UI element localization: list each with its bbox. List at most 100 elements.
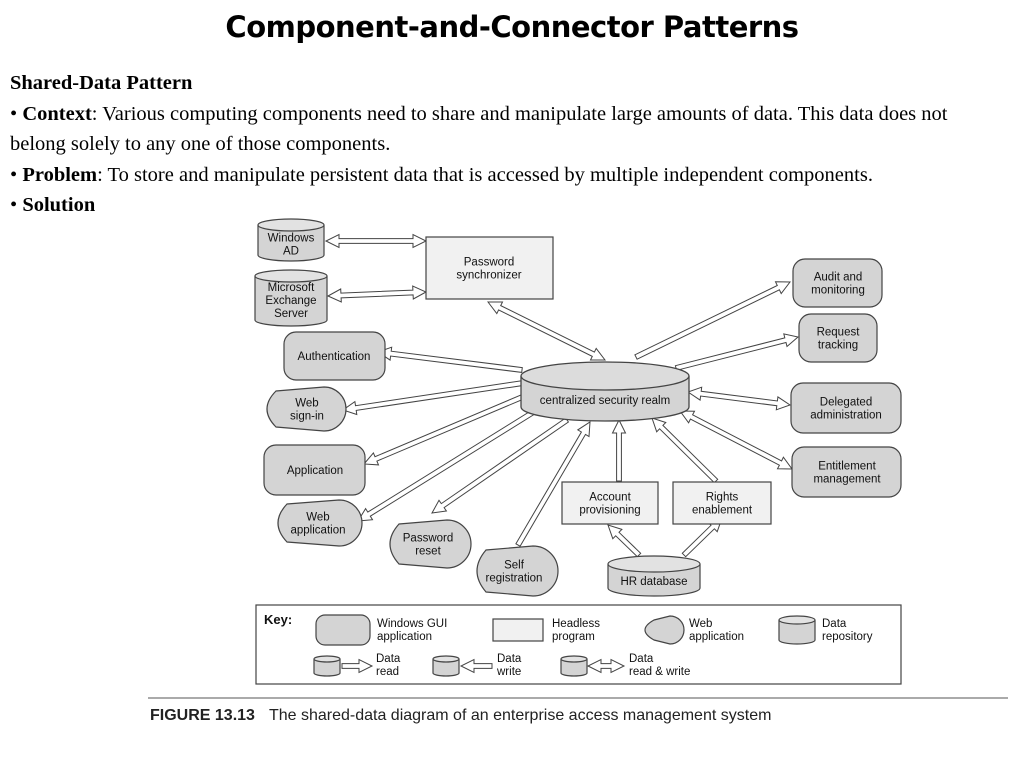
node-label: Entitlement [818,461,876,473]
rights-enablement-write-arrow [651,417,719,484]
cylinder-body [560,659,588,677]
shapes: WindowsADMicrosoftExchangeServerPassword… [254,218,902,597]
headless-shape [672,481,772,525]
node-label: reset [415,546,441,558]
node-label: centralized security realm [540,395,670,407]
key-label: Data [822,618,847,630]
key-label: Windows GUI [377,618,447,630]
headless-shape [492,618,544,642]
cylinder-body [778,620,816,645]
headless-shape [561,481,659,525]
gui-shape [790,382,902,434]
key-gui-swatch [315,614,371,646]
node-label: management [813,474,881,486]
node-label: sign-in [290,411,324,423]
cylinder-body [257,225,325,262]
account-provisioning-write-arrow [611,418,627,482]
key-label: Data [629,653,654,665]
application-read-arrow [362,392,529,466]
solution-label: Solution [22,194,96,216]
pattern-heading: Shared-Data Pattern [10,68,1000,99]
node-label: Exchange [265,295,316,307]
key-write-arrow [459,658,493,674]
cylinder-top [607,555,701,573]
key-label: Web [689,618,712,630]
node-label: enablement [692,505,753,517]
hr-database-node: HR database [607,555,701,597]
node-label: Windows [268,233,315,245]
node-label: tracking [818,340,858,352]
bullet-glyph: • [10,194,18,216]
node-label: registration [486,573,543,585]
node-label: provisioning [579,505,640,517]
cylinder-top [560,655,588,663]
context-text: : Various computing components need to s… [10,102,948,156]
node-label: Audit and [814,272,863,284]
cylinder-top [778,615,816,625]
node-label: Account [589,492,631,504]
key-label: Headless [552,618,600,630]
figure-number: FIGURE 13.13 [150,707,255,724]
node-label: Password [464,257,515,269]
cylinder-body [607,564,701,597]
cylinder-body [254,276,328,327]
node-label: application [291,525,346,537]
key-label: write [496,666,521,678]
key-readwrite-swatch [560,655,626,677]
node-label: Web [306,512,329,524]
cylinder-top [257,218,325,232]
problem-bullet: • Problem: To store and manipulate persi… [10,160,1000,191]
cylinder-top [520,361,690,391]
node-label: Authentication [298,351,371,363]
web-shape [644,615,685,645]
sync-realm-arrow [486,301,607,361]
context-bullet: • Context: Various computing components … [10,99,1000,160]
web-signin-read-arrow [341,380,524,416]
solution-bullet: • Solution [10,190,1000,221]
key-read-arrow [341,658,374,674]
gui-shape [263,444,366,496]
node-label: Web [295,398,318,410]
web-shape [277,499,363,547]
cylinder-top [313,655,341,663]
diagram-key: Key:Windows GUIapplicationHeadlessprogra… [148,604,1008,699]
hr-to-provisioning-arrow [607,524,642,558]
web-shape [266,386,347,432]
bullet-glyph: • [10,102,18,125]
password-reset-write-arrow [431,417,570,514]
cylinder-body [313,659,341,677]
centralized-security-realm-node: centralized security realm [520,361,690,422]
key-label: program [552,631,595,643]
gui-shape [791,446,902,498]
gui-shape [283,331,386,381]
authentication-node: Authentication [283,331,386,381]
pattern-heading-text: Shared-Data Pattern [10,72,193,94]
node-label: Rights [706,492,739,504]
node-label: Application [287,465,343,477]
node-label: HR database [620,576,687,588]
node-label: AD [283,246,299,258]
key-web-swatch [644,615,685,645]
node-label: Server [274,308,308,320]
key-label: application [689,631,744,643]
node-label: Delegated [820,397,872,409]
text-block: Shared-Data Pattern • Context: Various c… [10,68,1000,221]
key-label: Data [376,653,401,665]
windows-ad-sync-arrow [324,233,428,249]
web-shape [389,519,472,569]
slide-title: Component-and-Connector Patterns [225,10,799,44]
gui-shape [792,258,883,308]
key-label: repository [822,631,873,643]
